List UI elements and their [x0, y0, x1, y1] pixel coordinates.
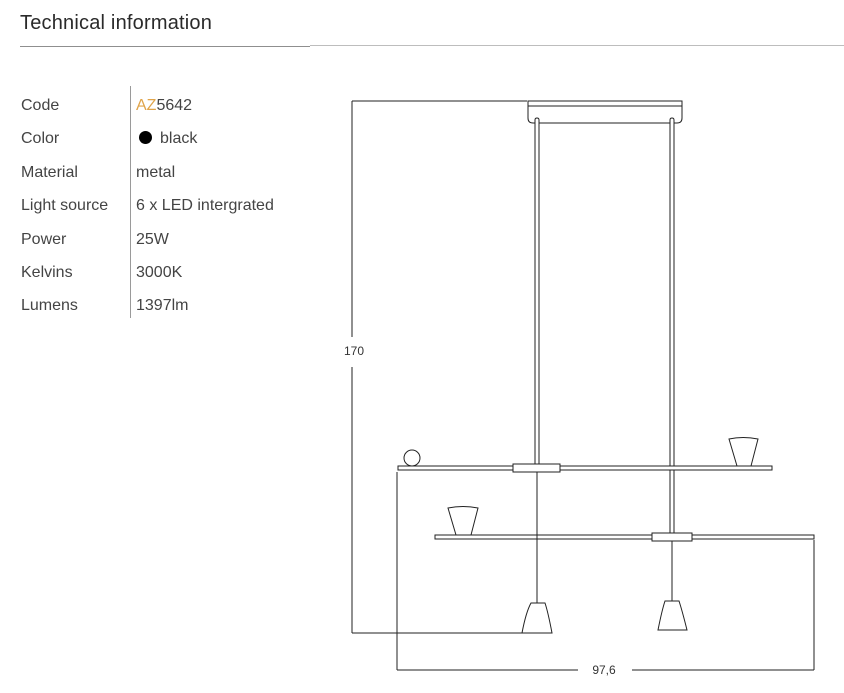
pendant-shade-right-icon [657, 600, 688, 631]
spec-row-light-source: Light source 6 x LED intergrated [21, 188, 341, 221]
width-dimension [396, 472, 815, 671]
code-prefix: AZ [136, 97, 157, 114]
suspension-rods [534, 117, 675, 536]
lower-arm [434, 506, 815, 542]
spec-value-color: black [136, 130, 197, 148]
spec-row-power: Power 25W [21, 222, 341, 255]
spec-label-material: Material [21, 164, 78, 181]
spec-value-power: 25W [136, 231, 169, 248]
lower-arm-joint [651, 532, 693, 542]
spec-value-kelvins: 3000K [136, 264, 183, 281]
spec-table-divider [130, 86, 131, 318]
title-underline [20, 46, 310, 47]
canopy-body [527, 105, 683, 124]
height-dimension [351, 100, 527, 634]
ceiling-canopy [527, 100, 683, 124]
color-swatch-icon [139, 131, 152, 144]
spec-value-code: AZ5642 [136, 97, 192, 115]
spec-value-lumens: 1397lm [136, 297, 189, 314]
pendants [521, 472, 688, 634]
code-number: 5642 [156, 97, 193, 114]
spec-label-lumens: Lumens [21, 297, 78, 314]
spec-label-code: Code [21, 97, 60, 114]
rod-left [534, 117, 540, 467]
upper-arm [397, 437, 773, 473]
spec-label-color: Color [21, 130, 60, 147]
pendant-shade-left-icon [521, 602, 553, 634]
upper-arm-joint [512, 463, 561, 473]
width-dimension-label: 97,6 [592, 663, 616, 677]
spec-label-kelvins: Kelvins [21, 264, 73, 281]
spec-row-color: Color black [21, 121, 341, 154]
lower-arm-bar [434, 534, 815, 540]
spec-label-power: Power [21, 231, 67, 248]
spec-label-light-source: Light source [21, 197, 109, 214]
spec-row-code: Code AZ5642 [21, 88, 341, 121]
canopy-top [527, 100, 683, 107]
color-name: black [160, 130, 198, 147]
height-dimension-label: 170 [344, 344, 364, 358]
spec-value-material: metal [136, 164, 176, 181]
spec-row-material: Material metal [21, 155, 341, 188]
spec-row-kelvins: Kelvins 3000K [21, 255, 341, 288]
title-divider [310, 45, 844, 46]
page-title: Technical information [20, 12, 213, 34]
cup-shade-left-icon [447, 506, 479, 536]
spec-row-lumens: Lumens 1397lm [21, 288, 341, 321]
rod-right [669, 117, 675, 536]
globe-shade-icon [403, 449, 421, 467]
cup-shade-right-icon [728, 437, 759, 467]
spec-value-light-source: 6 x LED intergrated [136, 197, 274, 214]
upper-arm-bar [397, 465, 773, 471]
